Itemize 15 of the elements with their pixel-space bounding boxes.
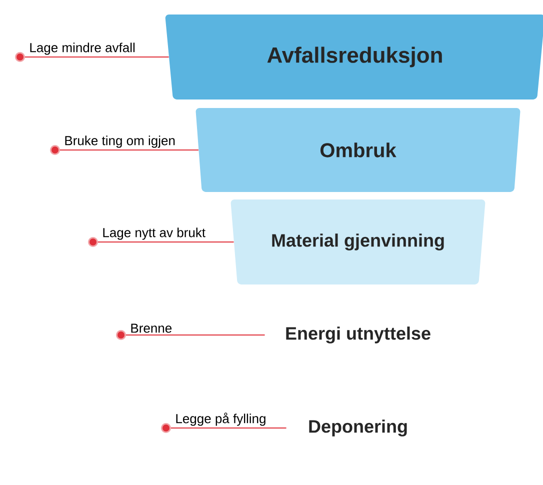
funnel-level: Avfallsreduksjon [165,14,543,100]
leader-line [88,237,234,247]
leader-line [161,423,287,433]
leader-text: Brenne [131,324,172,333]
leader-text: Lage nytt av brukt [103,228,206,240]
leader-text: Lage mindre avfall [30,42,135,55]
leader-line [50,145,199,155]
funnel-level: Material gjenvinning [230,200,486,284]
level-label: Energi utnyttelse [286,326,430,344]
funnel-level: Ombruk [196,108,520,192]
leader-text: Legge på fylling [176,412,266,426]
leader-line [15,52,170,62]
leader-line [116,330,266,340]
level-label: Deponering [309,420,407,436]
leader-text: Bruke ting om igjen [65,136,175,148]
